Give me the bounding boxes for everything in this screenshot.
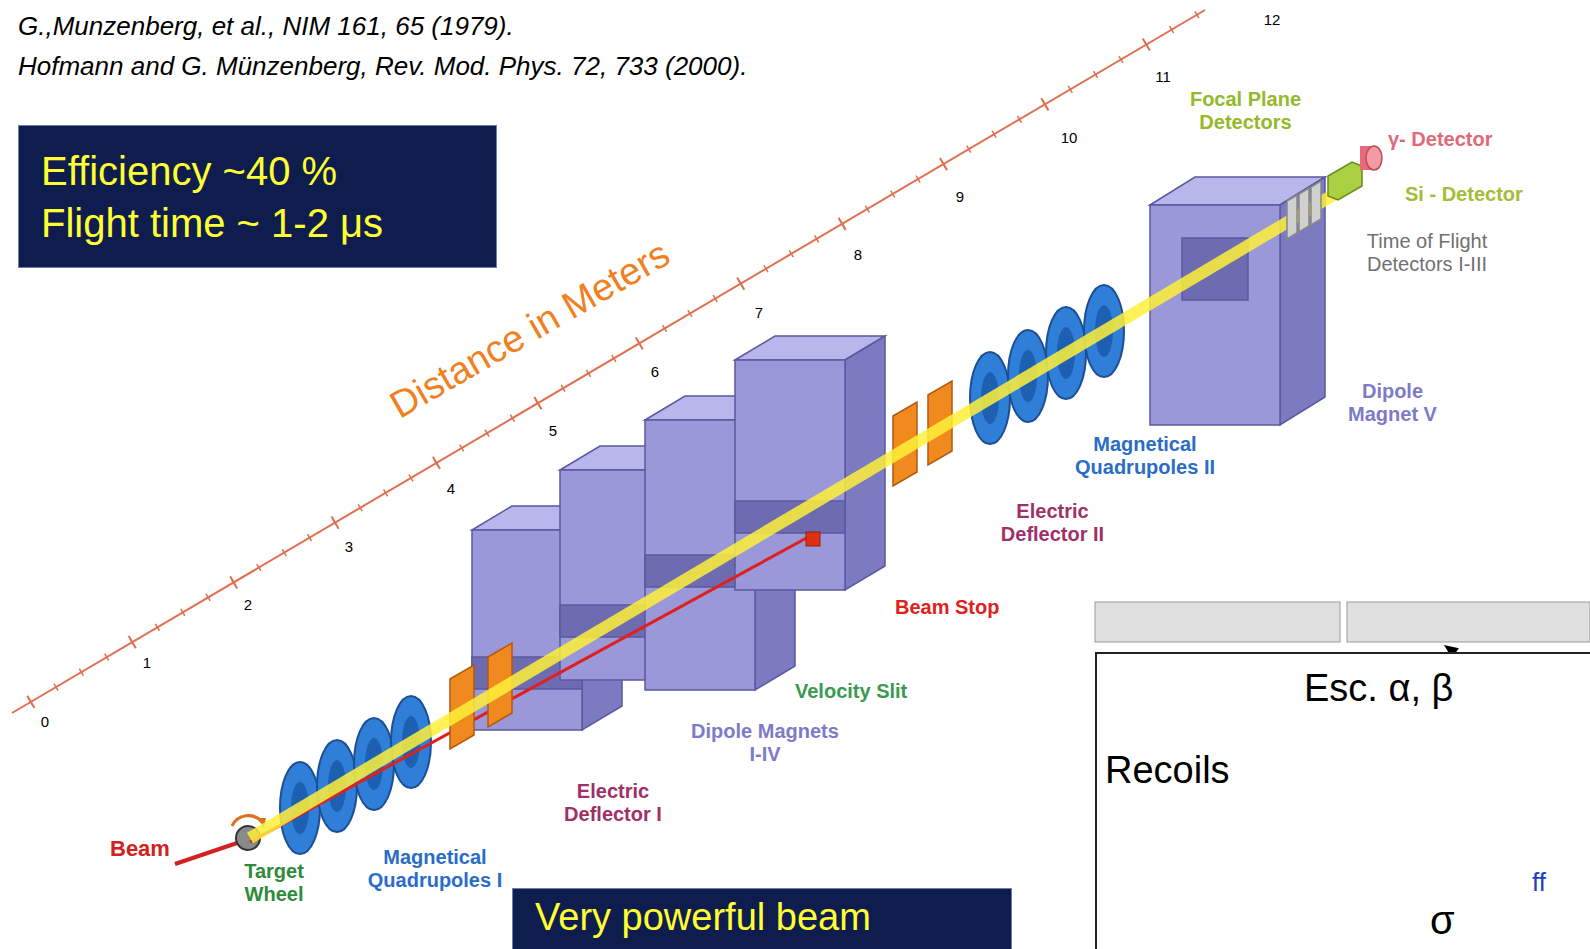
part-label: Velocity Slit: [795, 680, 907, 703]
ruler-number: 6: [651, 363, 659, 380]
ruler-major-ticks: [12, 10, 1205, 713]
part-label: Electric Deflector II: [985, 500, 1120, 546]
box-text: Very powerful beam: [535, 893, 989, 942]
sketch-label: Recoils: [1105, 750, 1230, 792]
ruler-number: 7: [755, 304, 763, 321]
detector-bar: [1347, 602, 1590, 642]
ruler-number: 1: [143, 654, 151, 671]
sketch-label: Esc. α, β: [1304, 668, 1453, 710]
beam-line: [175, 842, 240, 864]
citation: G.,Munzenberg, et al., NIM 161, 65 (1979…: [18, 12, 514, 42]
part-label: Time of Flight Detectors I-III: [1342, 230, 1512, 276]
part-label: Electric Deflector I: [548, 780, 678, 826]
rotation-arrow: [232, 816, 262, 826]
ruler-number: 11: [1155, 68, 1171, 85]
inset-sketch-box: Esc. α, β Recoils ff σ: [1095, 652, 1590, 949]
ruler-number: 10: [1061, 129, 1078, 146]
part-label: Dipole Magnet V: [1335, 380, 1450, 426]
target-layer-line: [1150, 813, 1590, 815]
part-label: Magnetical Quadrupoles II: [1065, 433, 1225, 479]
dipole-magnet-five: [1150, 177, 1325, 425]
ruler-number: 5: [549, 422, 557, 439]
gamma-detector-face: [1366, 146, 1382, 170]
citation: Hofmann and G. Münzenberg, Rev. Mod. Phy…: [18, 52, 747, 82]
part-label: Magnetical Quadrupoles I: [362, 846, 508, 892]
highlight-box: Efficiency ~40 %Flight time ~ 1-2 μs: [18, 125, 497, 268]
part-label: Si - Detector: [1405, 183, 1523, 206]
ruler-number: 9: [956, 188, 964, 205]
tof-plate: [1311, 181, 1321, 225]
part-label: Beam: [110, 836, 170, 861]
fission-track: [1470, 884, 1522, 940]
ruler-line: [12, 10, 1205, 713]
part-label: γ- Detector: [1388, 128, 1492, 151]
ruler-number: 8: [854, 246, 862, 263]
sketch-label: ff: [1532, 868, 1546, 897]
highlight-box: Very powerful beam: [512, 888, 1012, 949]
dipole-front: [735, 360, 845, 590]
tof-plate: [1299, 188, 1309, 232]
part-label: Dipole Magnets I-IV: [690, 720, 840, 766]
tof-plate: [1287, 195, 1297, 239]
dipole-side: [1280, 177, 1325, 425]
ruler-number: 12: [1264, 11, 1281, 28]
ruler-number: 2: [244, 596, 252, 613]
inset-sketch: [1095, 602, 1590, 642]
escape-arrow: [1454, 652, 1590, 748]
part-label: Beam Stop: [895, 596, 999, 619]
ruler-number: 0: [41, 713, 49, 730]
box-text: Flight time ~ 1-2 μs: [41, 197, 474, 249]
primary-beam: [250, 535, 812, 842]
target-layer-line: [1150, 819, 1590, 821]
focal-plane-detector: [1328, 162, 1362, 200]
sketch-label: σ: [1430, 898, 1455, 942]
box-text: Efficiency ~40 %: [41, 145, 474, 197]
ruler-number: 3: [345, 538, 353, 555]
distance-ruler: [12, 10, 1205, 713]
part-label: Focal Plane Detectors: [1178, 88, 1313, 134]
ruler-number: 4: [447, 480, 455, 497]
part-label: Target Wheel: [228, 860, 320, 906]
beam-stop: [806, 532, 820, 546]
time-of-flight-detectors: [1287, 181, 1321, 239]
escape-arrowhead: [1444, 645, 1459, 658]
ruler-minor-ticks: [12, 10, 1205, 713]
detector-bar: [1095, 602, 1340, 642]
